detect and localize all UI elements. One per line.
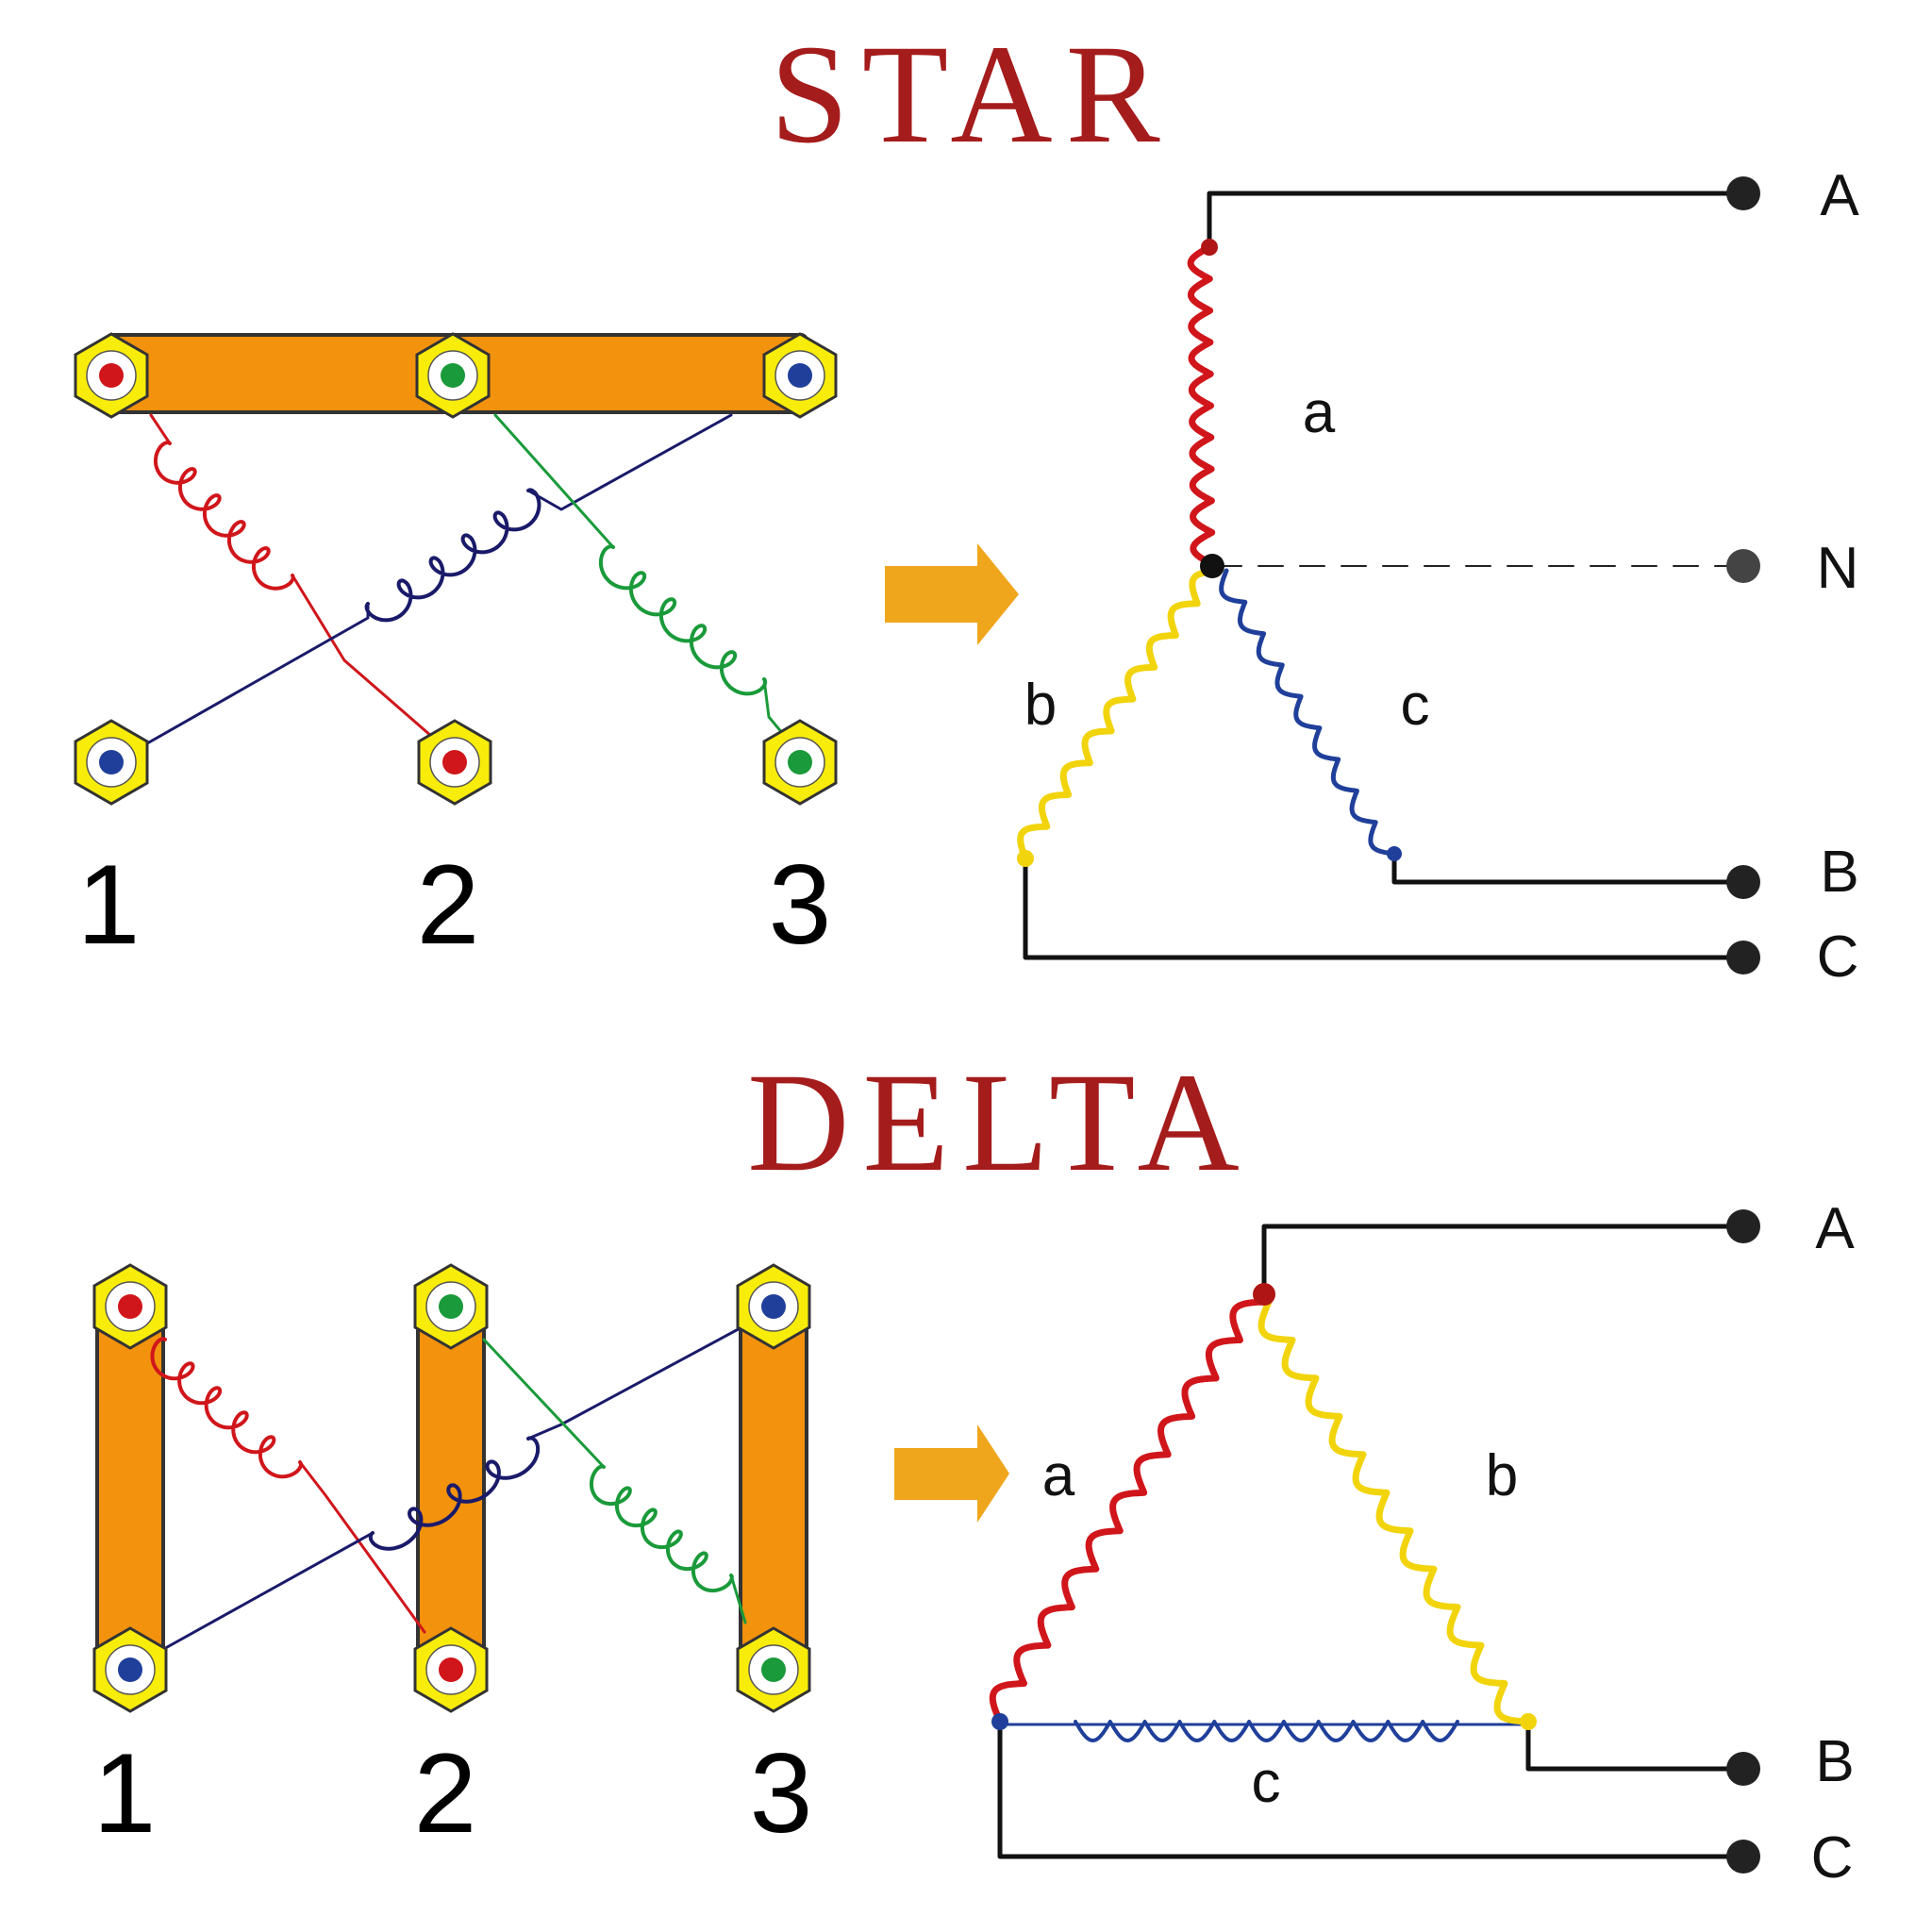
star-node-b-end: [1017, 850, 1034, 867]
terminal-dot-green: [439, 1294, 463, 1319]
terminal-dot-red: [439, 1657, 463, 1682]
terminal-dot-blue: [99, 750, 124, 774]
star-lead-blue: [125, 602, 370, 757]
delta-terminal-A: [1726, 1209, 1760, 1243]
star-node-a-top: [1201, 239, 1218, 256]
arrow-right-icon: [885, 543, 1019, 645]
terminal-dot-blue: [761, 1294, 786, 1319]
star-line-C: [1023, 863, 1746, 960]
delta-line-C: [997, 1719, 1746, 1859]
star-label-N: N: [1817, 536, 1859, 601]
delta-terminal-B: [1726, 1752, 1760, 1786]
delta-coil-label-b: b: [1486, 1443, 1518, 1508]
star-terminal-N: [1726, 549, 1760, 583]
delta-label-A: A: [1815, 1196, 1855, 1261]
coil-icon: [989, 1298, 1268, 1725]
star-label-B: B: [1820, 840, 1858, 905]
star-line-A: [1207, 191, 1746, 243]
delta-lead-blue-2: [526, 1324, 747, 1441]
star-coil-label-c: c: [1401, 673, 1430, 738]
delta-lead-green: [482, 1338, 606, 1469]
star-line-B: [1391, 851, 1746, 885]
terminal-dot-red: [99, 363, 124, 388]
delta-title: DELTA: [747, 1044, 1253, 1201]
terminal-dot-red: [442, 750, 467, 774]
star-title: STAR: [770, 16, 1173, 173]
star-terminal-C: [1726, 941, 1760, 974]
delta-line-A: [1261, 1224, 1746, 1295]
star-lead-blue-2: [526, 413, 733, 511]
arrow-right-icon: [894, 1424, 1009, 1523]
star-coil-label-a: a: [1303, 380, 1336, 445]
coil-icon: [1219, 568, 1397, 857]
delta-label-C: C: [1811, 1825, 1854, 1890]
delta-lead-green-2: [729, 1574, 747, 1624]
star-label-C: C: [1817, 924, 1859, 990]
coil-icon: [153, 441, 295, 591]
terminal-dot-blue: [118, 1657, 142, 1682]
star-terminal-number-2: 2: [417, 841, 480, 968]
coil-icon: [368, 1436, 541, 1551]
coil-icon: [150, 1337, 303, 1479]
coil-icon: [1017, 568, 1223, 862]
terminal-dot-red: [118, 1294, 142, 1319]
delta-line-B: [1525, 1719, 1746, 1772]
coil-icon: [598, 544, 768, 696]
terminal-dot-green: [441, 363, 465, 388]
delta-lead-blue: [158, 1531, 375, 1653]
delta-node-right: [1520, 1713, 1537, 1730]
star-label-A: A: [1820, 163, 1859, 228]
coil-icon: [589, 1464, 734, 1593]
terminal-dot-blue: [788, 363, 812, 388]
delta-node-left: [991, 1713, 1008, 1730]
coil-icon: [1257, 1298, 1532, 1725]
delta-node-top: [1253, 1283, 1275, 1306]
star-lead-red: [149, 413, 172, 445]
terminal-dot-green: [761, 1657, 786, 1682]
star-lead-red-2: [291, 574, 455, 757]
coil-icon: [364, 488, 541, 623]
delta-terminal-C: [1726, 1840, 1760, 1874]
star-terminal-number-3: 3: [769, 841, 832, 968]
star-terminal-B: [1726, 865, 1760, 899]
delta-busbar-3: [739, 1300, 808, 1672]
star-lead-green: [493, 413, 615, 549]
star-neutral-node: [1200, 554, 1224, 578]
star-node-c-end: [1387, 846, 1402, 861]
star-terminal-number-1: 1: [77, 841, 141, 968]
star-terminal-A: [1726, 176, 1760, 210]
delta-terminal-number-2: 2: [414, 1730, 477, 1857]
delta-terminal-number-3: 3: [750, 1730, 813, 1857]
star-coil-label-b: b: [1024, 673, 1057, 738]
delta-coil-label-a: a: [1042, 1443, 1075, 1508]
terminal-dot-green: [788, 750, 812, 774]
delta-label-B: B: [1815, 1729, 1854, 1794]
coil-icon: [1187, 243, 1216, 568]
delta-lead-red: [298, 1460, 426, 1634]
delta-terminal-number-1: 1: [93, 1730, 157, 1857]
delta-coil-label-c: c: [1252, 1750, 1281, 1815]
coil-icon: [1074, 1720, 1459, 1742]
